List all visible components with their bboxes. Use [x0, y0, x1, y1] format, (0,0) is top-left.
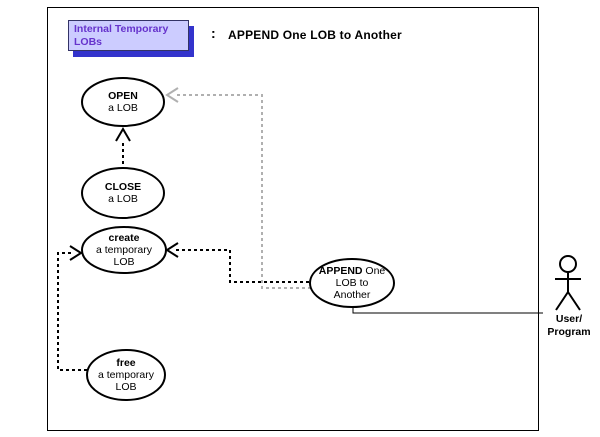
use-case-free-ellipse — [86, 349, 166, 401]
actor-label-line2: Program — [547, 326, 591, 338]
use-case-close-ellipse — [81, 167, 165, 219]
use-case-free-label: free a temporary LOB — [87, 357, 165, 393]
append-line2: LOB to — [335, 277, 369, 289]
use-case-append-label: APPEND One LOB to Another — [310, 265, 394, 301]
free-line1: free — [116, 357, 136, 369]
append-line1-rest: One — [362, 265, 386, 277]
use-case-open-label: OPEN a LOB — [82, 90, 164, 114]
diagram-title: APPEND One LOB to Another — [228, 28, 402, 42]
close-line1: CLOSE — [104, 181, 142, 193]
title-separator-colon: : — [211, 25, 216, 41]
arrowhead-right-icon — [69, 245, 83, 261]
tab-label-line2: LOBs — [74, 36, 103, 48]
tab-label-line1: Internal Temporary — [74, 23, 169, 35]
diagram-category-tab: Internal Temporary LOBs — [68, 20, 189, 51]
association-append-to-actor — [352, 306, 543, 314]
use-case-create-label: create a temporary LOB — [82, 232, 166, 268]
free-line2: a temporary — [97, 369, 155, 381]
open-line1: OPEN — [108, 90, 138, 102]
append-line3: Another — [333, 289, 371, 301]
arrow-free-to-create — [57, 245, 87, 371]
actor-label-line1: User/ — [555, 313, 583, 325]
arrow-close-to-open — [115, 127, 131, 170]
use-case-close-label: CLOSE a LOB — [82, 181, 164, 205]
use-case-create-ellipse — [81, 226, 167, 274]
use-case-open-ellipse — [81, 77, 165, 127]
free-line3: LOB — [115, 381, 137, 393]
open-line2: a LOB — [108, 102, 138, 114]
diagram-frame — [47, 7, 539, 431]
close-line2: a LOB — [108, 193, 138, 205]
arrow-append-to-open — [165, 87, 311, 289]
append-line1-bold: APPEND — [318, 265, 363, 277]
create-line2: a temporary — [95, 244, 153, 256]
create-line1: create — [108, 232, 140, 244]
arrowhead-left-gray-icon — [165, 87, 179, 103]
actor-label: User/ Program — [539, 313, 599, 339]
append-line1: APPEND One — [310, 265, 394, 277]
arrowhead-up-icon — [115, 127, 131, 142]
arrow-append-to-create — [165, 242, 309, 283]
use-case-append-ellipse — [309, 258, 395, 308]
create-line3: LOB — [113, 256, 135, 268]
actor-icon — [555, 255, 581, 311]
